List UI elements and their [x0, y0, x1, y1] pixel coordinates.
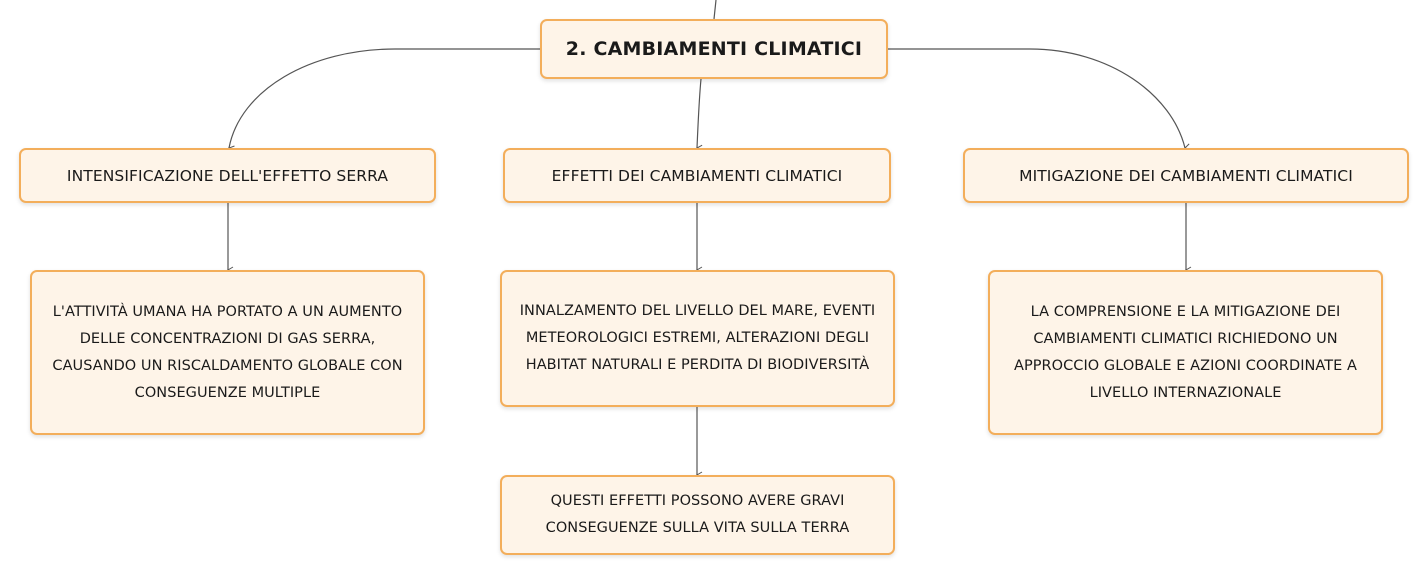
branch-effetto-serra[interactable]: INTENSIFICAZIONE DELL'EFFETTO SERRA [19, 148, 436, 203]
detail-effetto-serra[interactable]: L'ATTIVITÀ UMANA HA PORTATO A UN AUMENTO… [30, 270, 425, 435]
connector-root-middle [696, 78, 703, 152]
branch-effetti[interactable]: EFFETTI DEI CAMBIAMENTI CLIMATICI [503, 148, 891, 203]
connector-incoming [713, 0, 717, 20]
detail-mitigazione[interactable]: LA COMPRENSIONE E LA MITIGAZIONE DEI CAM… [988, 270, 1383, 435]
root-topic[interactable]: 2. CAMBIAMENTI CLIMATICI [540, 19, 888, 79]
connector-root-left [228, 48, 540, 153]
detail-effetti-1[interactable]: INNALZAMENTO DEL LIVELLO DEL MARE, EVENT… [500, 270, 895, 407]
detail-effetti-2[interactable]: QUESTI EFFETTI POSSONO AVERE GRAVI CONSE… [500, 475, 895, 555]
branch-mitigazione[interactable]: MITIGAZIONE DEI CAMBIAMENTI CLIMATICI [963, 148, 1409, 203]
connector-root-right [887, 48, 1191, 151]
